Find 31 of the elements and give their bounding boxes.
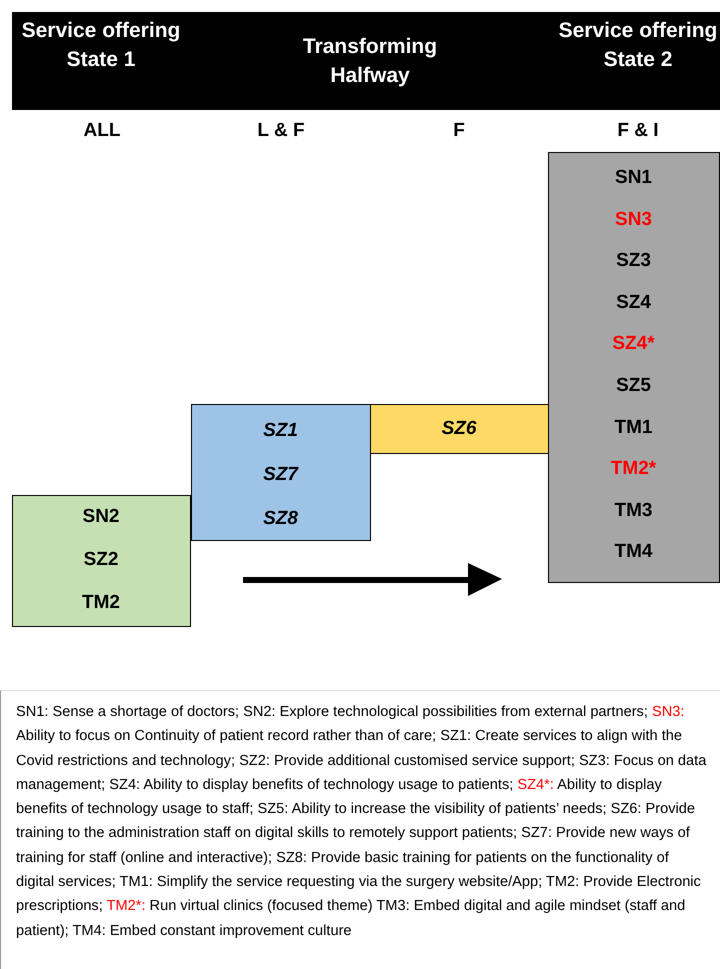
item-code: SN2	[82, 506, 120, 528]
column-label: F	[452, 120, 466, 142]
stage-box	[191, 404, 371, 541]
item-code: SZ6	[440, 418, 478, 440]
item-code: SZ5	[615, 375, 652, 397]
column-label: F & I	[616, 120, 660, 142]
stage-box	[12, 495, 191, 627]
item-code: SZ7	[262, 464, 300, 486]
column-heading: Transforming Halfway	[302, 34, 438, 89]
item-code: SZ8	[262, 508, 299, 530]
definitions-text: SN1: Sense a shortage of doctors; SN2: Explore technological possibilities from external partners; SN3: Ability to focus on Continuity of patient record rather than of care; SZ1: Create services to align with the Covid restrictions and technology; SZ2: Provide additional customised service support; SZ3: Focus on data management; SZ4: Ability to display benefits of technology usage to patients; SZ4*: Ability to display benefits of technology usage to staff; SZ5: Ability to increase the visibility of patients’ needs; SZ6: Provide training to the administration staff on digital skills to remotely support patients; SZ7: Provide new ways of training for staff (online and interactive); SZ8: Provide basic training for patients on the functionality of digital services; TM1: Simplify the service requesting via the surgery website/App; TM2: Provide Electronic prescriptions; TM2*: Run virtual clinics (focused theme) TM3: Embed digital and agile mindset (staff and patient); TM4: Embed constant improvement culture	[15, 703, 708, 941]
stage-box	[370, 404, 549, 454]
column-label: L & F	[256, 120, 306, 142]
header-band	[12, 12, 720, 110]
item-code: TM2*	[610, 458, 658, 480]
item-code: SZ2	[82, 549, 120, 571]
item-code: SN3	[614, 208, 653, 231]
item-code: TM2	[81, 592, 121, 614]
item-code: SZ1	[262, 420, 299, 442]
item-code: SZ4*	[611, 333, 656, 356]
item-code: SZ3	[615, 250, 652, 272]
definitions-box	[0, 690, 720, 969]
column-heading: Service offering State 2	[558, 18, 718, 73]
column-label: ALL	[82, 120, 122, 142]
item-code: TM4	[614, 541, 654, 564]
item-code: SN1	[614, 167, 653, 189]
item-code: TM3	[614, 500, 654, 522]
item-code: TM1	[614, 416, 654, 439]
item-code: SZ4	[615, 292, 652, 314]
stage-box	[548, 152, 720, 583]
column-heading: Service offering State 1	[20, 18, 182, 73]
